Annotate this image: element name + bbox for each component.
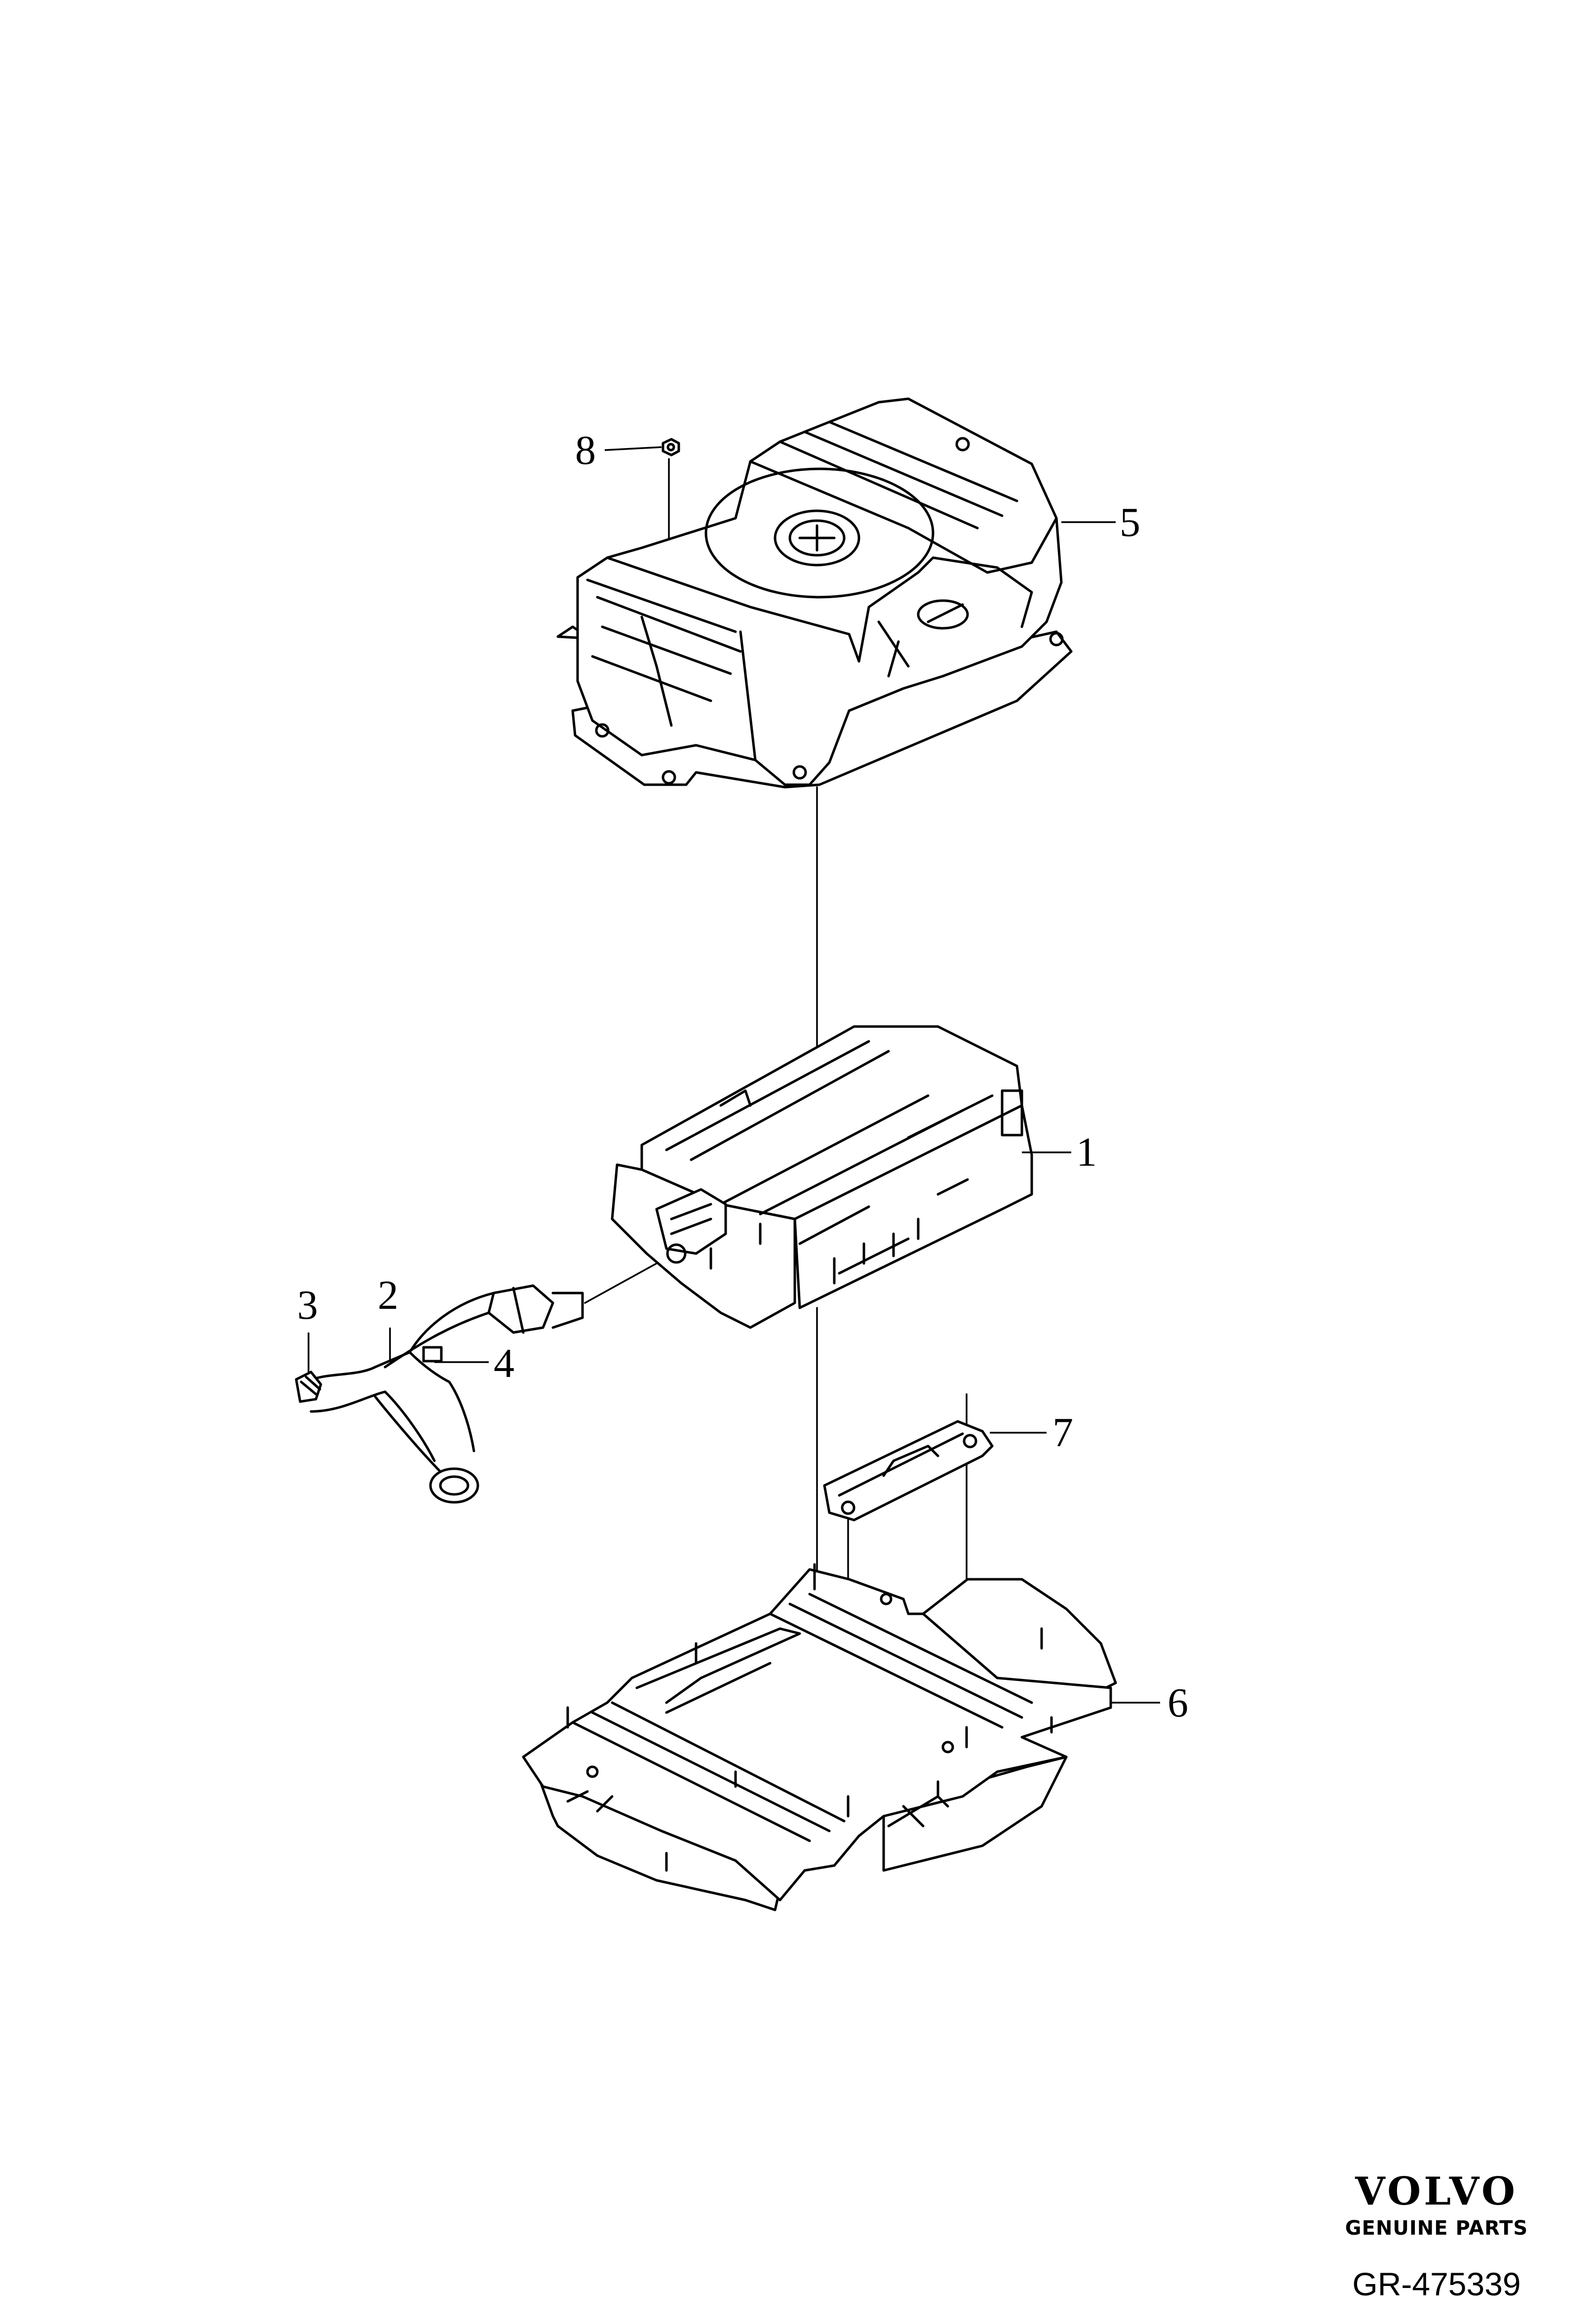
cover-housing xyxy=(556,397,1073,789)
mounting-bracket xyxy=(823,1420,994,1522)
callout-8: 8 xyxy=(575,427,596,473)
brand-logo-text: VOLVO xyxy=(1355,2169,1518,2214)
callout-4: 4 xyxy=(494,1340,514,1386)
battery-tray xyxy=(522,1563,1117,1911)
callout-leaders xyxy=(308,446,1160,1704)
nut xyxy=(662,438,680,457)
diagram-reference-id: GR-475339 xyxy=(1352,2266,1521,2302)
ventilation-hose xyxy=(305,1284,584,1504)
callout-1: 1 xyxy=(1076,1129,1097,1175)
callout-2: 2 xyxy=(378,1272,398,1318)
callout-3: 3 xyxy=(297,1282,318,1328)
hose-end-cap xyxy=(295,1371,322,1403)
callout-7: 7 xyxy=(1052,1410,1073,1455)
callout-6: 6 xyxy=(1168,1680,1188,1726)
brand-tagline: GENUINE PARTS xyxy=(1345,2217,1528,2240)
battery-module xyxy=(611,1025,1033,1329)
callout-5: 5 xyxy=(1120,499,1140,545)
callout-numbers: 8 5 1 2 3 4 7 6 xyxy=(297,427,1188,1726)
